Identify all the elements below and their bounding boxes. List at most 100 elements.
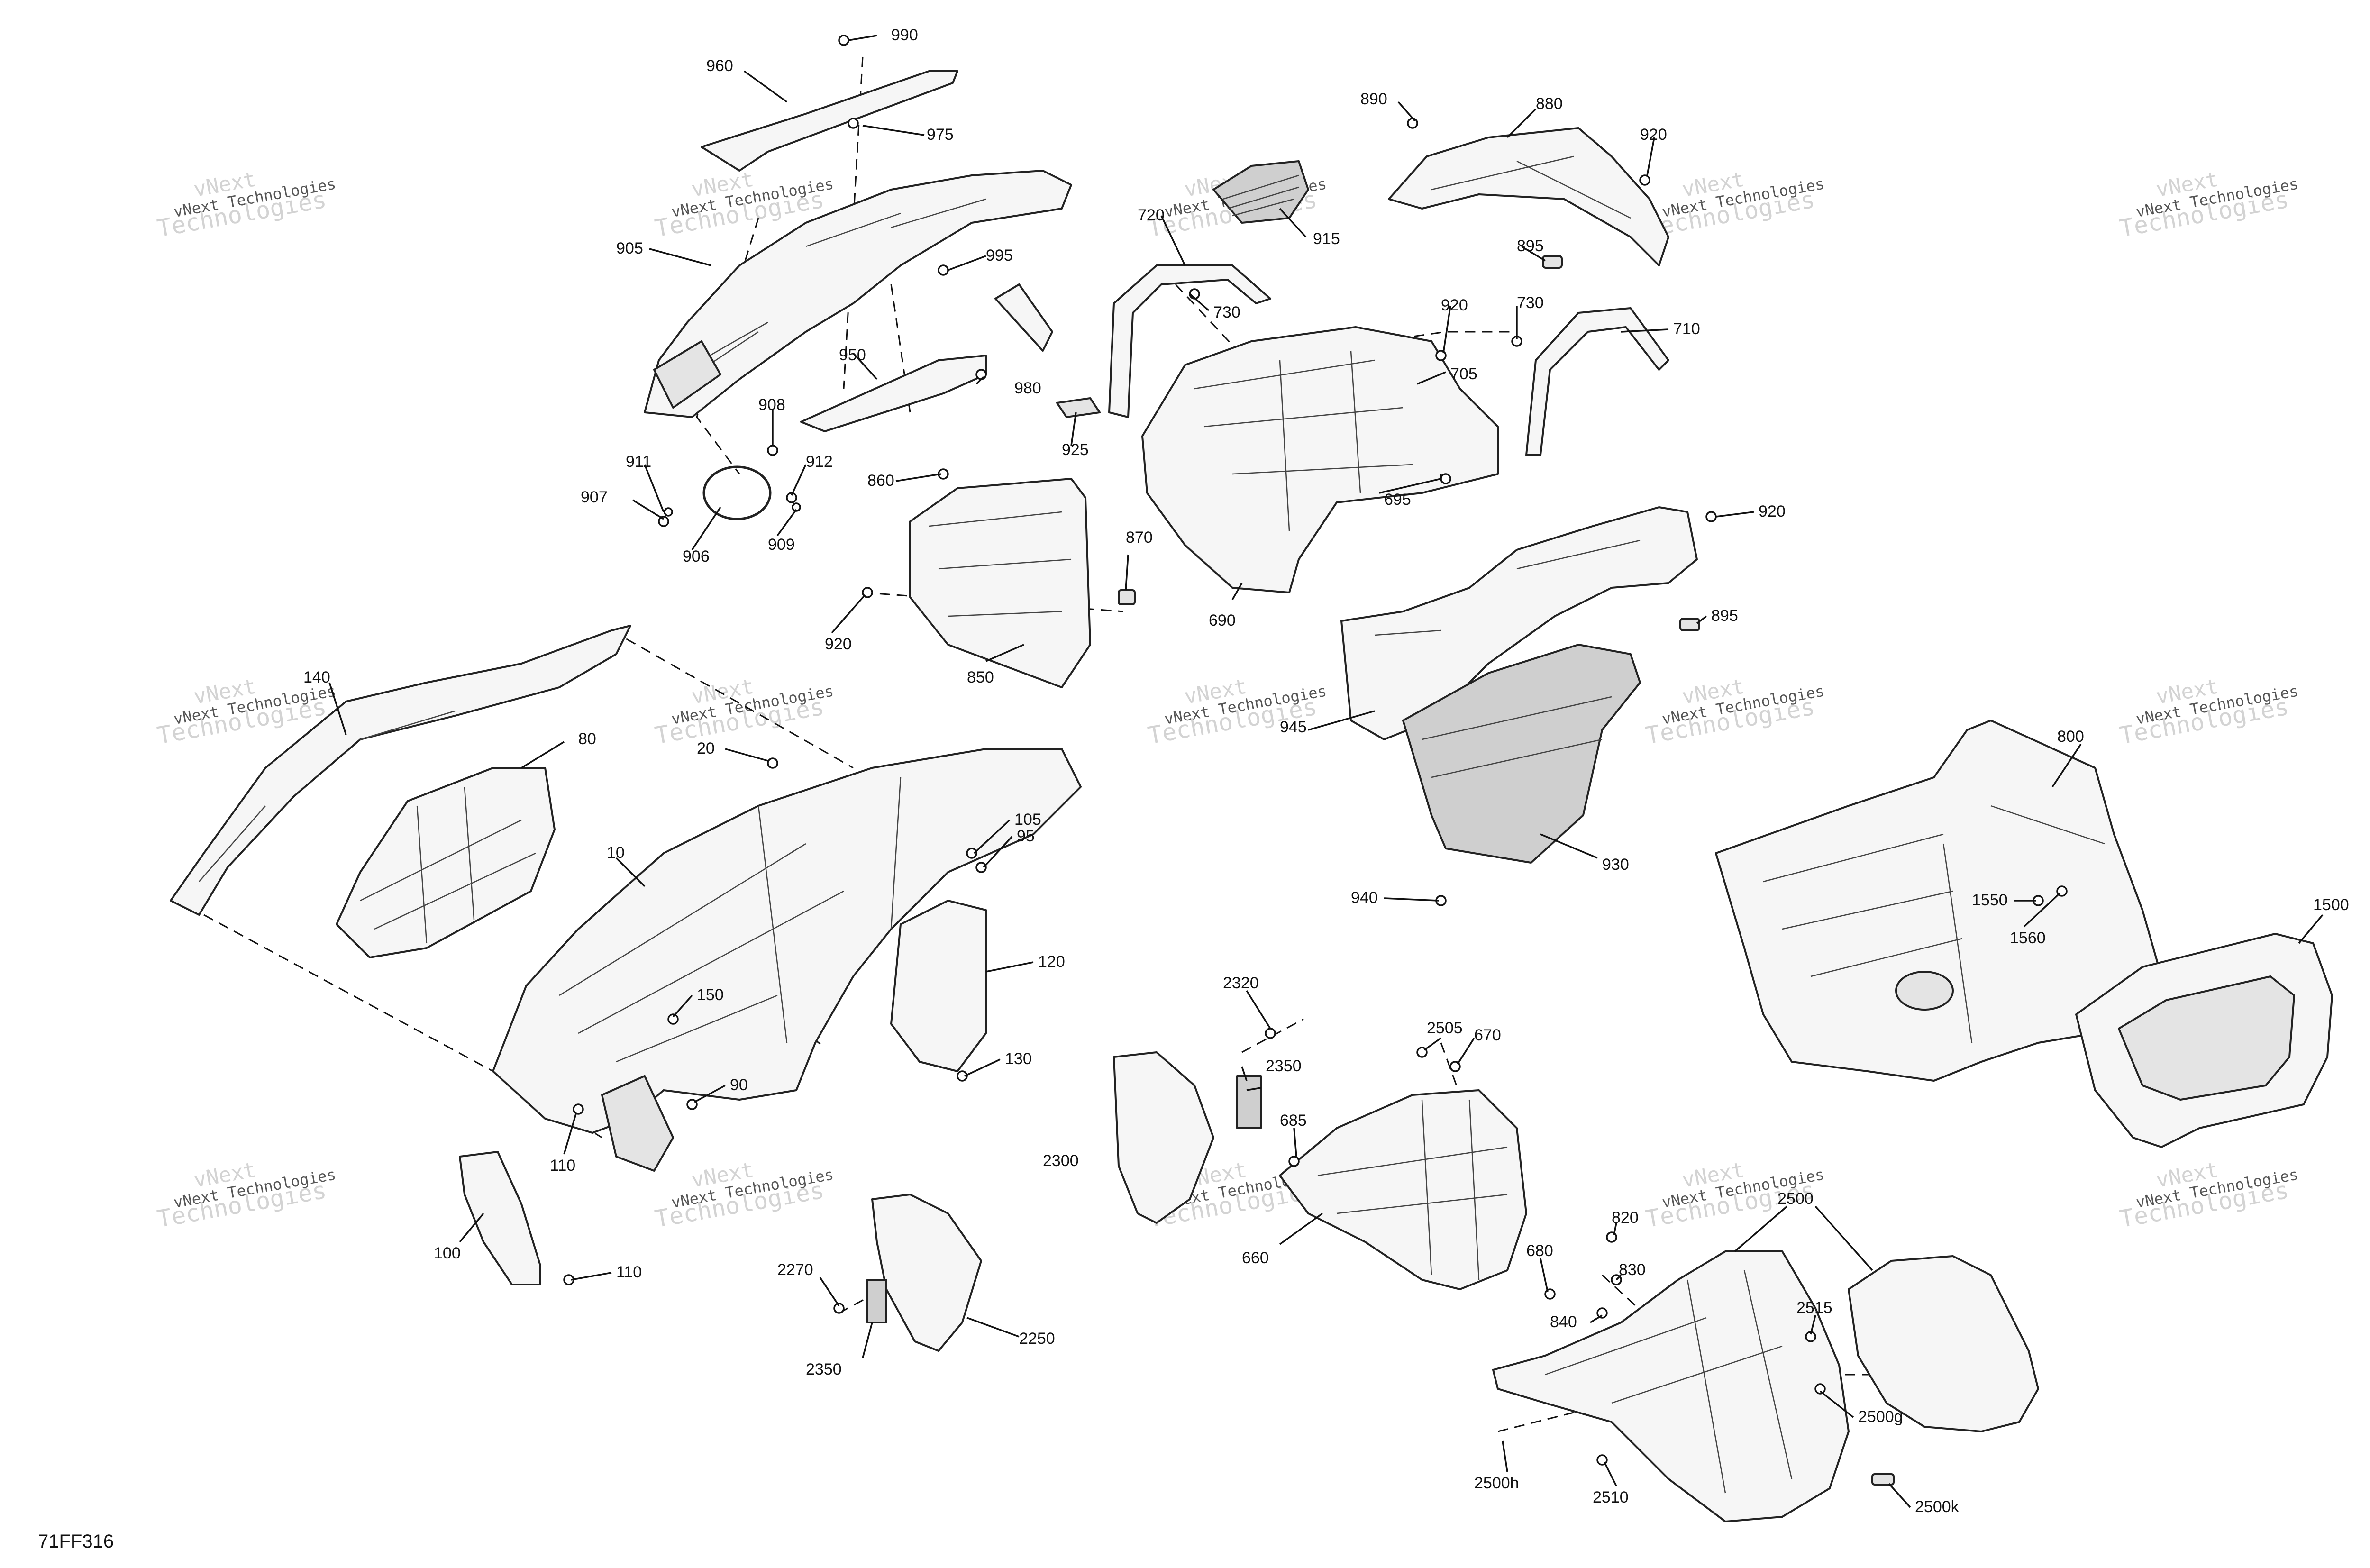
callout-945: 945	[1280, 718, 1307, 736]
callout-820: 820	[1612, 1209, 1639, 1227]
callout-1560: 1560	[2010, 929, 2046, 947]
part-2350-lower	[866, 1279, 887, 1323]
part-720	[1108, 264, 1271, 418]
callout-730-b: 730	[1517, 294, 1544, 312]
callout-110-b: 110	[616, 1263, 642, 1281]
watermark: vNext Technologies vNext Technologies	[2117, 167, 2299, 243]
callout-2500h: 2500h	[1474, 1474, 1519, 1492]
callout-895-b: 895	[1711, 607, 1738, 625]
callout-912: 912	[806, 453, 833, 471]
part-2500-assembly	[1492, 1250, 1850, 1522]
callout-2500: 2500	[1778, 1190, 1814, 1208]
callout-840: 840	[1550, 1313, 1577, 1331]
callout-2510: 2510	[1593, 1488, 1629, 1506]
callout-105: 105	[1014, 811, 1041, 829]
part-906	[702, 465, 772, 520]
watermark: vNext Technologies vNext Technologies	[1643, 675, 1825, 750]
callout-120: 120	[1038, 953, 1065, 971]
callout-906: 906	[683, 547, 710, 565]
callout-830: 830	[1619, 1261, 1646, 1279]
callout-850: 850	[967, 668, 994, 686]
part-100	[459, 1151, 541, 1285]
part-660	[1279, 1089, 1527, 1290]
callout-908: 908	[758, 396, 785, 414]
callout-920-a: 920	[1640, 126, 1667, 144]
callout-705: 705	[1450, 365, 1477, 383]
callout-695: 695	[1384, 491, 1411, 509]
callout-730-a: 730	[1213, 303, 1240, 321]
part-690	[1141, 326, 1499, 593]
parts-layer	[170, 70, 2333, 1522]
callout-labels: 990 960 975 905 995 915 720 730 880 890 …	[303, 26, 2349, 1516]
callout-2500k: 2500k	[1915, 1498, 1960, 1516]
watermark: vNext Technologies vNext Technologies	[1146, 675, 1328, 750]
part-10	[492, 748, 1082, 1134]
callout-915: 915	[1313, 230, 1340, 248]
callout-920-c: 920	[1441, 296, 1468, 314]
callout-800: 800	[2057, 728, 2084, 746]
callout-10: 10	[607, 844, 625, 862]
callout-2300: 2300	[1043, 1152, 1079, 1170]
callout-995: 995	[986, 246, 1013, 264]
callout-130: 130	[1005, 1050, 1032, 1068]
callout-860: 860	[867, 472, 894, 490]
part-710	[1525, 307, 1669, 456]
callout-720: 720	[1138, 206, 1165, 224]
watermark: vNext Technologies vNext Technologies	[1643, 167, 1825, 243]
part-2250	[871, 1194, 982, 1352]
callout-110-a: 110	[550, 1157, 575, 1175]
callout-2515: 2515	[1796, 1299, 1832, 1317]
part-80	[336, 767, 556, 958]
part-870	[1118, 589, 1136, 605]
callout-870: 870	[1126, 529, 1153, 547]
callout-950: 950	[839, 346, 866, 364]
watermark: vNext Technologies vNext Technologies	[2117, 675, 2299, 750]
part-2350-upper	[1236, 1075, 1262, 1129]
callout-685: 685	[1280, 1112, 1307, 1130]
callout-925: 925	[1062, 441, 1089, 459]
callout-680: 680	[1526, 1242, 1553, 1260]
callout-660: 660	[1242, 1249, 1269, 1267]
part-915	[1212, 160, 1309, 224]
callout-905: 905	[616, 239, 643, 257]
part-905-lower	[653, 340, 721, 409]
part-930	[1402, 644, 1641, 864]
callout-920-d: 920	[1759, 502, 1786, 520]
callout-2320: 2320	[1223, 974, 1259, 992]
part-10-lower	[601, 1075, 674, 1172]
callout-20: 20	[697, 739, 715, 757]
callout-890: 890	[1360, 90, 1387, 108]
callout-975: 975	[927, 126, 954, 144]
callout-960: 960	[706, 57, 733, 75]
callout-940: 940	[1351, 889, 1378, 907]
part-950	[800, 355, 987, 432]
callout-95: 95	[1017, 827, 1035, 845]
callout-150: 150	[697, 986, 724, 1004]
part-2300	[1113, 1051, 1214, 1224]
figure-code: 71FF316	[38, 1531, 114, 1552]
callout-920-b: 920	[825, 635, 852, 653]
callout-980: 980	[1014, 379, 1041, 397]
part-995	[994, 283, 1053, 352]
part-895-upper	[1542, 255, 1563, 269]
watermark: vNext Technologies vNext Technologies	[653, 1158, 835, 1233]
callout-2350-b: 2350	[806, 1360, 842, 1378]
callout-990: 990	[891, 26, 918, 44]
part-800-hole	[1895, 971, 1954, 1011]
callout-880: 880	[1536, 95, 1563, 113]
callout-140: 140	[303, 668, 330, 686]
callout-80: 80	[578, 730, 596, 748]
part-2500k	[1871, 1473, 1895, 1486]
callout-670: 670	[1474, 1026, 1501, 1044]
watermark: vNext Technologies vNext Technologies	[155, 167, 337, 243]
callout-907: 907	[581, 488, 608, 506]
part-960	[701, 70, 958, 172]
leader-lines	[328, 35, 2324, 1508]
callout-2350-a: 2350	[1266, 1057, 1302, 1075]
part-905	[644, 170, 1072, 418]
part-850	[909, 478, 1091, 688]
callout-690: 690	[1209, 611, 1236, 629]
callout-909: 909	[768, 536, 795, 554]
watermark: vNext Technologies vNext Technologies	[1643, 1158, 1825, 1233]
callout-2270: 2270	[777, 1261, 813, 1279]
